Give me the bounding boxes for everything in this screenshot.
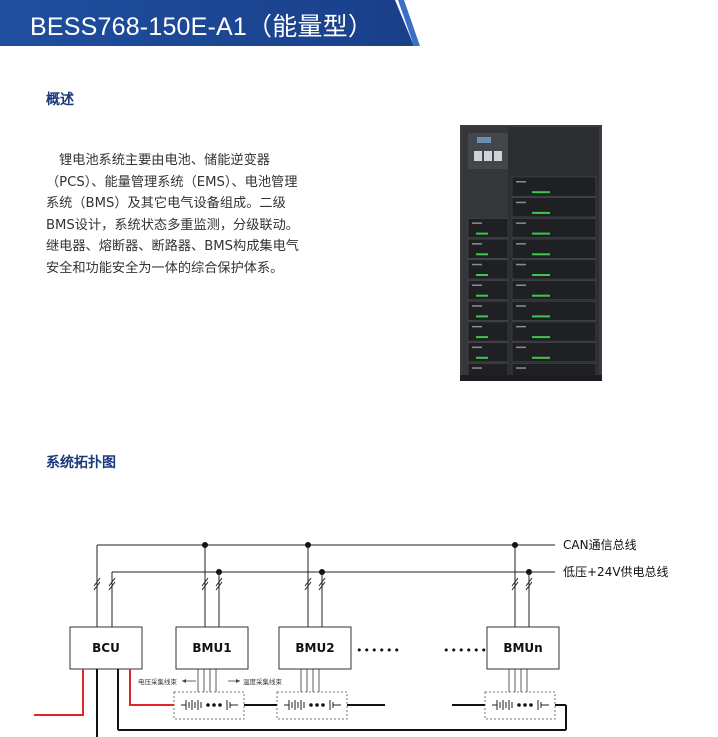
ellipsis-1: ••••••	[356, 644, 401, 657]
bmu1-label: BMU1	[192, 641, 231, 655]
bmun-box	[486, 626, 560, 670]
bmu2-label: BMU2	[295, 641, 334, 655]
topology-diagram: CAN通信总线 低压+24V供电总线 BCU BMU1 BMU2 BMUn ••…	[34, 538, 669, 737]
title-banner	[0, 0, 420, 46]
bcu-label: BCU	[92, 641, 120, 655]
power-bus-label: 低压+24V供电总线	[563, 565, 669, 579]
overview-heading: 概述	[46, 92, 74, 108]
positive-wire	[129, 669, 174, 706]
bcu-box	[69, 626, 143, 670]
bmun-label: BMUn	[503, 641, 542, 655]
temp-line-label: 温度采集线束	[243, 677, 283, 686]
ellipsis-2: ••••••	[443, 644, 488, 657]
topology-heading: 系统拓扑图	[46, 455, 116, 471]
external-positive-wire	[34, 669, 84, 716]
battery-cabinet-image	[460, 125, 602, 381]
overview-text: 锂电池系统主要由电池、储能逆变器（PCS）、能量管理系统（EMS）、电池管理系统…	[46, 153, 299, 276]
bmu2-box	[278, 626, 352, 670]
can-bus-label: CAN通信总线	[563, 538, 637, 552]
page-title: BESS768-150E-A1（能量型）	[30, 13, 374, 41]
overview-paragraph: 锂电池系统主要由电池、储能逆变器（PCS）、能量管理系统（EMS）、电池管理系统…	[46, 150, 308, 279]
voltage-line-label: 电压采集线束	[138, 677, 178, 686]
bmu1-box	[175, 626, 249, 670]
